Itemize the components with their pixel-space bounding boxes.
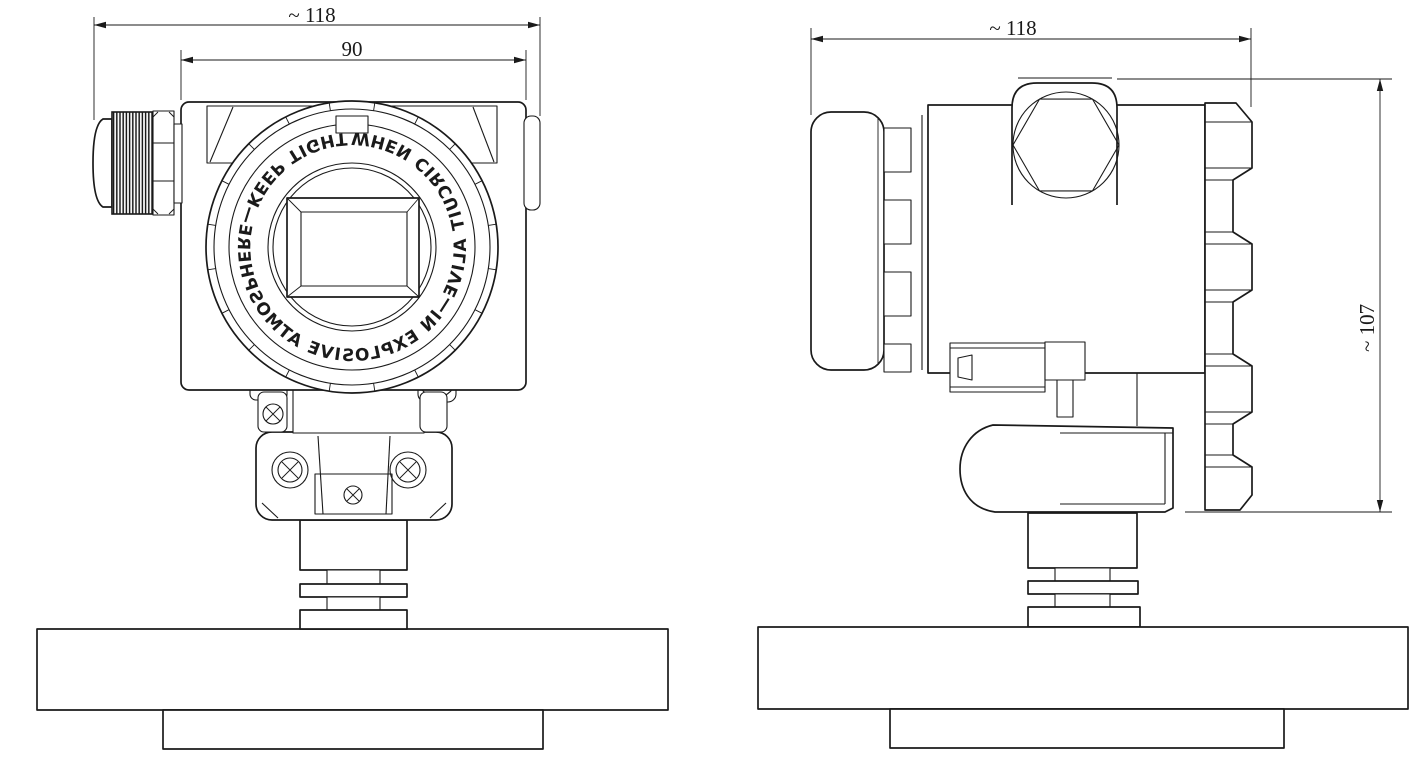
side-process-barrel bbox=[959, 373, 1174, 513]
side-stem-spacer1 bbox=[1054, 567, 1111, 582]
bezel-top-tab bbox=[335, 115, 369, 134]
cover-body-joint bbox=[921, 112, 929, 373]
gland-dome bbox=[92, 118, 113, 208]
dim-text-front-body: 90 bbox=[342, 37, 363, 61]
process-screw-right bbox=[389, 451, 427, 489]
side-view bbox=[757, 77, 1409, 749]
front-cover-ribs bbox=[1205, 121, 1252, 468]
side-front-cover bbox=[1204, 102, 1253, 511]
dim-text-front-overall: ~ 118 bbox=[288, 3, 335, 27]
terminal-pin bbox=[1056, 379, 1074, 418]
lcd-frame-outer bbox=[286, 197, 420, 298]
side-rear-cover bbox=[810, 111, 929, 373]
side-stem-spacer2 bbox=[1054, 593, 1111, 608]
hex-plug-icon bbox=[1012, 98, 1120, 192]
dim-side-overall-width: ~ 118 bbox=[810, 16, 1252, 115]
terminal-plug bbox=[957, 354, 973, 381]
front-stem-neck bbox=[299, 519, 408, 571]
front-view: WHEN CIRCUIT ALIVE—IN EXPLOSIVE ATMOSPHE… bbox=[36, 100, 669, 750]
side-flange-lower-hub bbox=[889, 708, 1285, 749]
front-stem-spacer2 bbox=[326, 596, 381, 611]
front-stem-block bbox=[299, 609, 408, 630]
gland-hex-nut bbox=[152, 110, 175, 216]
conduit-boss bbox=[1011, 77, 1120, 205]
front-flange-lower-hub bbox=[162, 709, 544, 750]
side-stem-disc bbox=[1027, 580, 1139, 595]
gland-washer bbox=[173, 123, 183, 204]
front-stem-spacer1 bbox=[326, 569, 381, 585]
dim-text-side-height: ~ 107 bbox=[1355, 304, 1379, 352]
front-mounting-flange bbox=[36, 628, 669, 711]
side-mounting-flange bbox=[757, 626, 1409, 710]
rear-cover-ribs bbox=[883, 127, 912, 373]
terminal-assembly bbox=[949, 341, 1086, 418]
bracket-tab-right-lower bbox=[419, 391, 448, 433]
dim-text-side-overall: ~ 118 bbox=[989, 16, 1036, 40]
lcd-window bbox=[286, 197, 420, 298]
bezel-knurl-ticks bbox=[207, 102, 497, 392]
terminal-housing bbox=[949, 342, 1046, 393]
dim-side-height: ~ 107 bbox=[1117, 78, 1392, 513]
dim-front-body-width: 90 bbox=[180, 37, 527, 100]
rear-cover-shell bbox=[810, 111, 885, 371]
side-stem-neck bbox=[1027, 512, 1138, 569]
front-process-body bbox=[255, 431, 453, 521]
lcd-frame-inner bbox=[300, 211, 408, 287]
gland-knurled-nut bbox=[111, 111, 154, 215]
front-flange-assembly bbox=[36, 519, 669, 750]
process-body-center-plate bbox=[314, 473, 393, 515]
side-stem-block bbox=[1027, 606, 1141, 628]
side-flange-assembly bbox=[757, 512, 1409, 749]
process-screw-left bbox=[271, 451, 309, 489]
dim-front-overall-width: ~ 118 bbox=[93, 3, 541, 120]
display-bezel: WHEN CIRCUIT ALIVE—IN EXPLOSIVE ATMOSPHE… bbox=[205, 100, 499, 394]
terminal-block bbox=[1044, 341, 1086, 381]
housing-end-cap bbox=[523, 115, 541, 211]
dimensions: ~ 118 90 ~ 118 ~ 107 bbox=[93, 3, 1392, 513]
front-stem-disc bbox=[299, 583, 408, 598]
bracket-screw-left bbox=[262, 403, 284, 425]
process-screw-bottom bbox=[343, 485, 363, 505]
process-body-shell bbox=[255, 431, 453, 521]
cable-gland bbox=[92, 110, 183, 216]
